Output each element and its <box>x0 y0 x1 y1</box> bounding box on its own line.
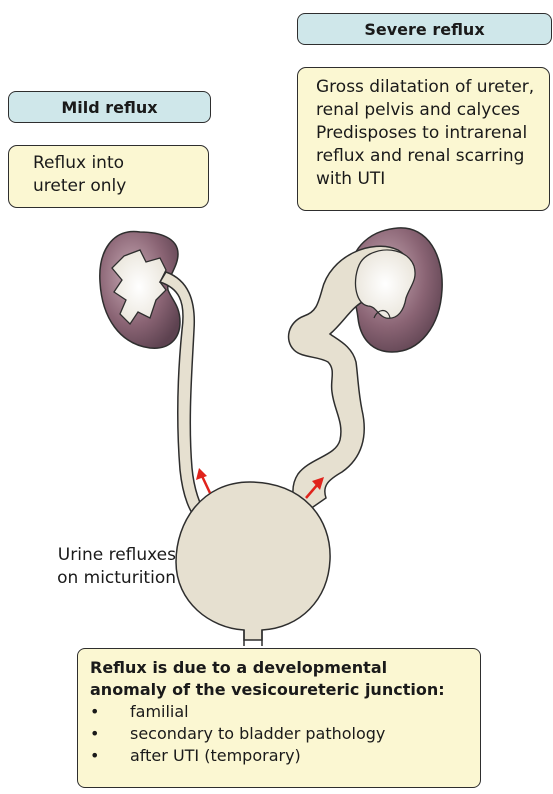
bullet-marker: • <box>90 745 130 767</box>
cause-item-label: after UTI (temporary) <box>130 745 301 767</box>
cause-item: • familial <box>90 701 468 723</box>
cause-item: • secondary to bladder pathology <box>90 723 468 745</box>
left-kidney <box>100 232 180 349</box>
cause-item-label: familial <box>130 701 189 723</box>
left-reflux-arrow <box>196 468 210 493</box>
bullet-marker: • <box>90 701 130 723</box>
bladder-annotation-line-2: on micturition <box>30 567 176 590</box>
bladder <box>176 482 330 640</box>
bladder-annotation: Urine refluxes on micturition <box>30 544 176 590</box>
cause-heading-line-2: anomaly of the vesicoureteric junction: <box>90 679 468 701</box>
bladder-annotation-line-1: Urine refluxes <box>30 544 176 567</box>
cause-box: Reflux is due to a developmental anomaly… <box>77 648 481 788</box>
cause-heading-line-1: Reflux is due to a developmental <box>90 657 468 679</box>
bullet-marker: • <box>90 723 130 745</box>
cause-item: • after UTI (temporary) <box>90 745 468 767</box>
cause-item-label: secondary to bladder pathology <box>130 723 385 745</box>
